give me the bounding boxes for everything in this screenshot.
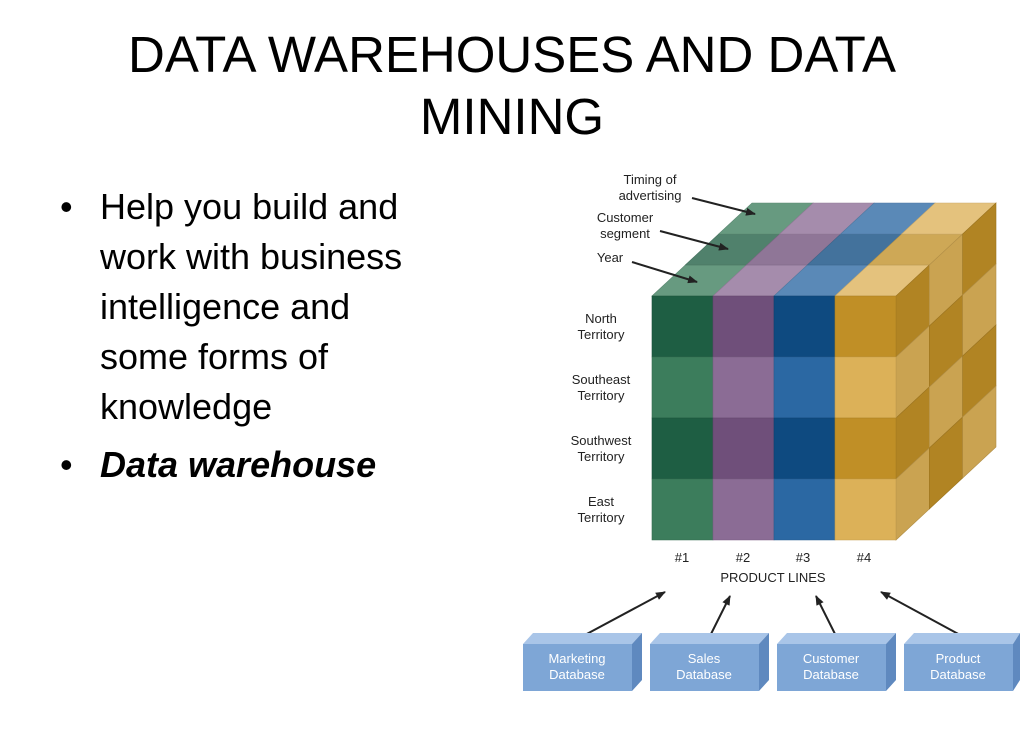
cube-front-cell <box>712 417 775 480</box>
year-label: Year <box>597 250 624 265</box>
cube-front-cell <box>773 478 836 541</box>
marketing-database-label-1: Marketing <box>548 651 605 666</box>
row-label-southeast-line-2: Territory <box>578 388 625 403</box>
product-arrow <box>880 591 963 637</box>
cube-front-cell <box>834 356 897 419</box>
product-database-label-2: Database <box>930 667 986 682</box>
row-label-southeast-line-1: Southeast <box>572 372 631 387</box>
marketing-database-face <box>523 644 632 691</box>
product-database-box: Product Database <box>904 633 1020 691</box>
marketing-database-label-2: Database <box>549 667 605 682</box>
bullet-text-2: Data warehouse <box>100 444 377 485</box>
marketing-arrow <box>582 591 666 637</box>
customer-database-face <box>777 644 886 691</box>
bullet-1-line-3: intelligence and <box>100 286 351 327</box>
customer-database-box: Customer Database <box>777 633 896 691</box>
bullet-dot-icon: • <box>60 444 73 485</box>
product-database-face <box>904 644 1013 691</box>
bullet-item-1: • Help you build and work with business … <box>58 182 488 432</box>
cube-front-cell <box>773 295 836 358</box>
customer-database-label-2: Database <box>803 667 859 682</box>
segment-arrow <box>659 230 729 251</box>
row-label-north-line-2: Territory <box>578 327 625 342</box>
cube-front-cell <box>834 478 897 541</box>
cube-right-cell <box>962 385 997 479</box>
bullet-1-line-2: work with business <box>100 236 403 277</box>
sales-database-label-2: Database <box>676 667 732 682</box>
bullet-text-1: Help you build and work with business in… <box>100 186 402 427</box>
product-database-label-1: Product <box>936 651 981 666</box>
cube-front-cell <box>834 295 897 358</box>
bullet-list: • Help you build and work with business … <box>58 182 488 498</box>
customer-database-label-1: Customer <box>803 651 860 666</box>
cube-front-cell <box>651 295 714 358</box>
cube-front-cell <box>834 417 897 480</box>
year-arrow <box>631 261 698 284</box>
segment-label-line-2: segment <box>600 226 650 241</box>
bullet-item-2: • Data warehouse <box>58 440 488 490</box>
column-label-2: #2 <box>736 550 750 565</box>
cube-front-cell <box>712 295 775 358</box>
cube-front-cell <box>773 356 836 419</box>
column-label-1: #1 <box>675 550 689 565</box>
slide-title-line-2: MINING <box>419 88 605 145</box>
slide-title: DATA WAREHOUSES AND DATA MINING <box>0 24 1024 148</box>
segment-label-line-1: Customer <box>597 210 654 225</box>
row-label-north-line-1: North <box>585 311 617 326</box>
sales-database-label-1: Sales <box>688 651 721 666</box>
cube-front-cell <box>773 417 836 480</box>
cube-front-cell <box>651 356 714 419</box>
cube-right-face <box>895 202 997 541</box>
bullet-1-line-4: some forms of <box>100 336 329 377</box>
cube-front-face <box>651 295 897 541</box>
bullet-dot-icon: • <box>60 186 73 227</box>
cube-front-cell <box>651 478 714 541</box>
column-label-4: #4 <box>857 550 871 565</box>
slide-title-line-1: DATA WAREHOUSES AND DATA <box>128 26 896 83</box>
bullet-1-line-1: Help you build and <box>100 186 399 227</box>
sales-database-face <box>650 644 759 691</box>
row-label-east-line-1: East <box>588 494 614 509</box>
sales-database-box: Sales Database <box>650 633 769 691</box>
bullet-1-line-5: knowledge <box>100 386 273 427</box>
row-label-southwest-line-2: Territory <box>578 449 625 464</box>
cube-top-face <box>651 202 997 297</box>
row-label-southwest-line-1: Southwest <box>571 433 632 448</box>
timing-arrow <box>691 197 756 216</box>
marketing-database-box: Marketing Database <box>523 633 642 691</box>
column-label-3: #3 <box>796 550 810 565</box>
customer-arrow <box>815 595 837 637</box>
product-lines-axis-label: PRODUCT LINES <box>720 570 826 585</box>
cube-front-cell <box>712 356 775 419</box>
sales-arrow <box>709 595 731 637</box>
timing-label-line-1: Timing of <box>624 172 677 187</box>
row-label-east-line-2: Territory <box>578 510 625 525</box>
cube-front-cell <box>651 417 714 480</box>
timing-label-line-2: advertising <box>619 188 682 203</box>
cube-front-cell <box>712 478 775 541</box>
